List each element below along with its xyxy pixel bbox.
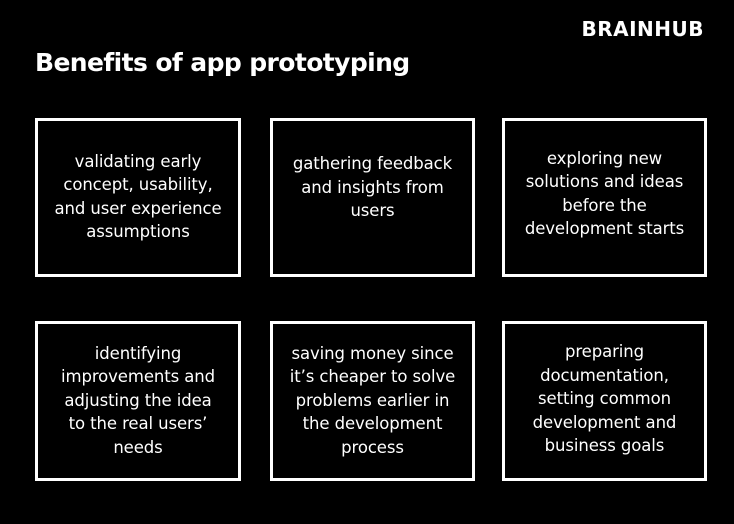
benefit-line: setting common [538, 389, 671, 409]
benefit-text: exploring new solutions and ideas before… [525, 147, 684, 241]
benefit-text: validating early concept, usability, and… [54, 150, 221, 244]
benefit-line: development and [532, 412, 677, 432]
benefit-line: it’s cheaper to solve [289, 367, 456, 387]
benefit-text: preparing documentation, setting common … [533, 340, 677, 458]
benefit-card-feedback: gathering feedback and insights from use… [270, 118, 475, 277]
benefit-line: improvements and [61, 367, 215, 387]
benefit-line: saving money since [291, 343, 454, 363]
benefit-line: validating early [74, 151, 202, 171]
benefit-line: preparing [564, 342, 644, 362]
benefit-text: saving money since it’s cheaper to solve… [290, 342, 456, 460]
benefit-line: problems earlier in [295, 390, 450, 410]
benefit-line: to the real users’ [68, 414, 208, 434]
benefit-line: adjusting the idea [64, 390, 212, 410]
benefit-card-saving-money: saving money since it’s cheaper to solve… [270, 321, 475, 481]
benefit-line: gathering feedback [292, 154, 453, 174]
benefit-line: process [341, 437, 404, 457]
benefit-text: identifying improvements and adjusting t… [61, 342, 215, 460]
benefit-card-identifying: identifying improvements and adjusting t… [35, 321, 241, 481]
benefit-line: concept, usability, [63, 175, 213, 194]
benefit-line: exploring new [546, 148, 663, 168]
benefit-line: users [350, 201, 395, 221]
benefit-text: gathering feedback and insights from use… [293, 152, 452, 223]
benefit-card-documentation: preparing documentation, setting common … [502, 321, 707, 481]
benefit-card-validating: validating early concept, usability, and… [35, 118, 241, 277]
benefit-line: solutions and ideas [525, 172, 684, 191]
benefit-line: assumptions [86, 222, 190, 241]
page-title: Benefits of app prototyping [35, 48, 410, 77]
brand-logo: BRAINHUB [581, 17, 704, 41]
benefit-line: development starts [524, 219, 685, 238]
benefit-line: needs [113, 437, 163, 457]
benefit-line: and insights from [301, 177, 444, 197]
benefit-line: before the [562, 195, 647, 215]
benefit-line: identifying [94, 343, 182, 363]
benefit-line: business goals [544, 436, 665, 456]
benefit-line: the development [302, 414, 443, 434]
benefit-line: documentation, [540, 365, 669, 385]
benefit-line: and user experience [54, 198, 222, 218]
benefit-card-exploring: exploring new solutions and ideas before… [502, 118, 707, 277]
